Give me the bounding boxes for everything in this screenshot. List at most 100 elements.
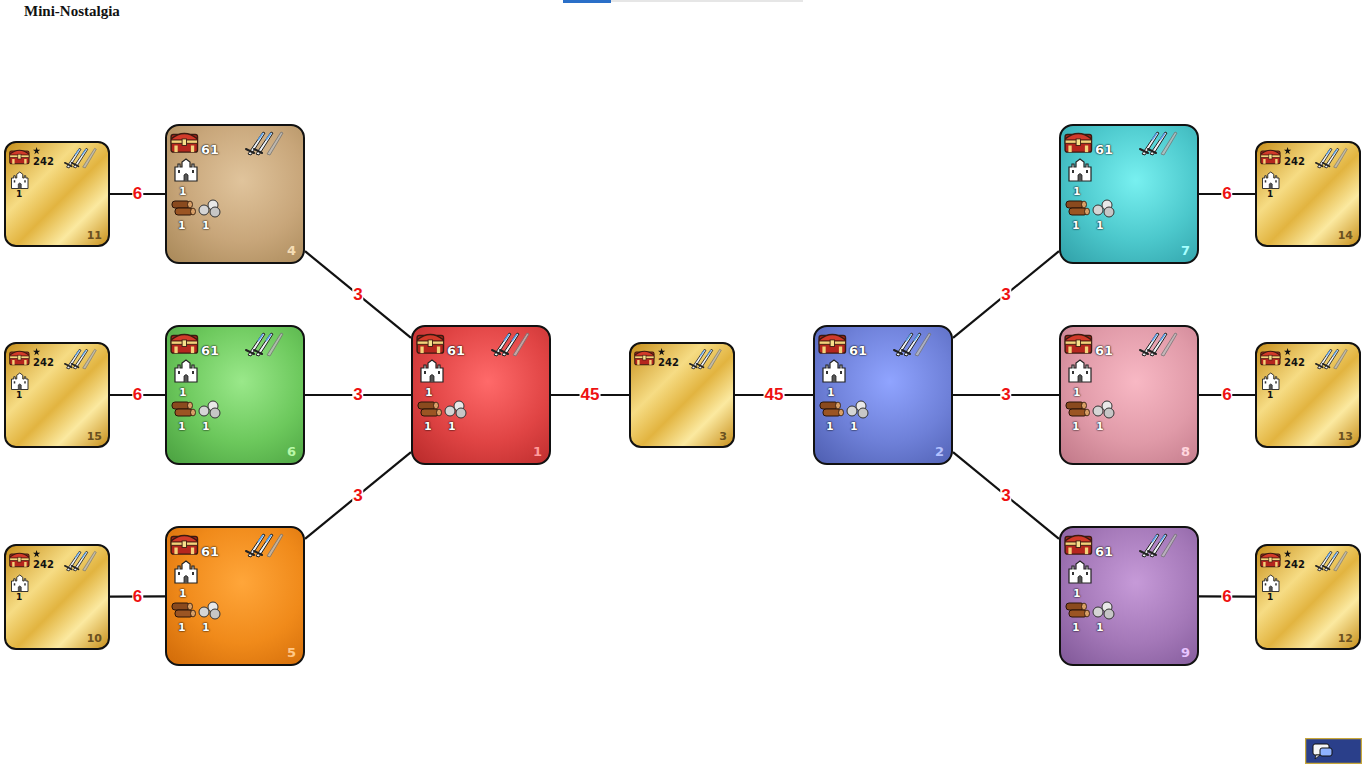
army-count: 61 (1095, 344, 1113, 357)
stones-icon (1091, 198, 1117, 218)
stones-icon (197, 399, 223, 419)
edge-cost: 45 (764, 386, 785, 404)
stone-count: 1 (202, 220, 210, 231)
edge-cost: 3 (1000, 487, 1011, 505)
territory-number: 5 (287, 646, 296, 659)
territory-number: 11 (87, 230, 102, 241)
star-icon (1284, 348, 1292, 356)
castle-count: 1 (1267, 593, 1273, 602)
stone-count: 1 (448, 421, 456, 432)
border-connector (953, 251, 1059, 338)
chest-icon (170, 330, 200, 356)
territory-number: 15 (87, 431, 102, 442)
territory-box: 611115 (165, 526, 305, 666)
stones-icon (1091, 600, 1117, 620)
castle-count: 1 (16, 391, 22, 400)
logs-icon (170, 399, 198, 419)
swords-icon (245, 530, 289, 562)
territory-number: 13 (1338, 431, 1353, 442)
army-count: 61 (201, 143, 219, 156)
castle-count: 1 (179, 588, 187, 599)
edge-cost: 6 (1221, 588, 1232, 606)
army-count: 242 (1284, 358, 1305, 368)
territory-box: 611112 (813, 325, 953, 465)
border-connector (305, 452, 411, 539)
chest-icon (170, 129, 200, 155)
star-icon (1284, 147, 1292, 155)
territory-box: 611119 (1059, 526, 1199, 666)
star-icon (33, 348, 41, 356)
swords-icon (1139, 530, 1183, 562)
edge-cost: 6 (132, 386, 143, 404)
wood-count: 1 (178, 622, 186, 633)
swords-icon (64, 346, 104, 372)
star-icon (1284, 550, 1292, 558)
army-count: 242 (33, 560, 54, 570)
chest-icon (9, 550, 31, 570)
castle-count: 1 (827, 387, 835, 398)
stone-count: 1 (1096, 421, 1104, 432)
army-count: 242 (33, 157, 54, 167)
edge-cost: 3 (1000, 386, 1011, 404)
castle-icon (10, 172, 32, 190)
castle-count: 1 (1267, 391, 1273, 400)
territory-box: 611117 (1059, 124, 1199, 264)
stones-icon (197, 198, 223, 218)
army-count: 61 (447, 344, 465, 357)
castle-icon (1067, 159, 1095, 184)
territory-number: 2 (935, 445, 944, 458)
castle-icon (821, 360, 849, 385)
tab-bar (563, 0, 803, 3)
army-count: 61 (1095, 143, 1113, 156)
castle-icon (173, 159, 201, 184)
chest-icon (1064, 129, 1094, 155)
wood-count: 1 (1072, 220, 1080, 231)
wood-count: 1 (178, 220, 186, 231)
castle-count: 1 (16, 190, 22, 199)
territory-box: 611111 (411, 325, 551, 465)
stone-count: 1 (202, 421, 210, 432)
swords-icon (1315, 346, 1355, 372)
edge-cost: 3 (352, 386, 363, 404)
territory-number: 6 (287, 445, 296, 458)
castle-icon (173, 561, 201, 586)
territory-box: 611118 (1059, 325, 1199, 465)
territory-box: 242 1 13 (1255, 342, 1361, 448)
stone-count: 1 (1096, 220, 1104, 231)
territory-number: 3 (719, 431, 727, 442)
stones-icon (845, 399, 871, 419)
swords-icon (689, 346, 729, 372)
army-count: 61 (201, 545, 219, 558)
castle-count: 1 (16, 593, 22, 602)
territory-box: 611114 (165, 124, 305, 264)
stones-icon (1091, 399, 1117, 419)
chat-button (1305, 738, 1362, 764)
army-count: 242 (1284, 157, 1305, 167)
chest-icon (1064, 330, 1094, 356)
wood-count: 1 (424, 421, 432, 432)
edge-cost: 6 (1221, 185, 1232, 203)
logs-icon (1064, 600, 1092, 620)
logs-icon (1064, 198, 1092, 218)
territory-box: 242 3 (629, 342, 735, 448)
swords-icon (1315, 548, 1355, 574)
territory-number: 7 (1181, 244, 1190, 257)
army-count: 61 (849, 344, 867, 357)
chest-icon (9, 147, 31, 167)
swords-icon (245, 329, 289, 361)
edge-cost: 3 (352, 487, 363, 505)
army-count: 242 (658, 358, 679, 368)
territory-box: 611116 (165, 325, 305, 465)
chest-icon (170, 531, 200, 557)
territory-box: 242114 (1255, 141, 1361, 247)
castle-icon (10, 373, 32, 391)
castle-count: 1 (1267, 190, 1273, 199)
map-title: Mini-Nostalgia (24, 3, 120, 20)
castle-count: 1 (1073, 387, 1081, 398)
castle-count: 1 (179, 387, 187, 398)
edge-cost: 6 (132, 185, 143, 203)
territory-number: 8 (1181, 445, 1190, 458)
edge-cost: 3 (352, 286, 363, 304)
castle-icon (1261, 373, 1283, 391)
castle-icon (1067, 360, 1095, 385)
